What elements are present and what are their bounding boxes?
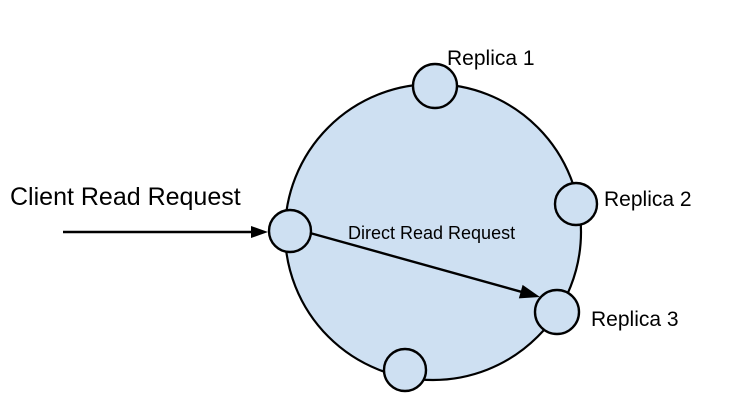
replica-1-label: Replica 1: [447, 47, 535, 70]
node-replica-2[interactable]: [553, 181, 599, 227]
node-replica-3[interactable]: [533, 288, 581, 336]
replica-3-label: Replica 3: [591, 308, 679, 331]
direct-read-request-arrow-line: [309, 231, 523, 294]
direct-read-request-arrowhead: [518, 284, 540, 299]
client-read-request-label: Client Read Request: [10, 183, 241, 211]
replica-2-label: Replica 2: [604, 188, 692, 211]
node-coordinator[interactable]: [267, 208, 313, 254]
direct-read-request-label: Direct Read Request: [348, 223, 515, 243]
node-replica-1[interactable]: [411, 62, 459, 110]
client-read-request-arrowhead: [251, 226, 268, 238]
node-bottom[interactable]: [382, 347, 428, 393]
